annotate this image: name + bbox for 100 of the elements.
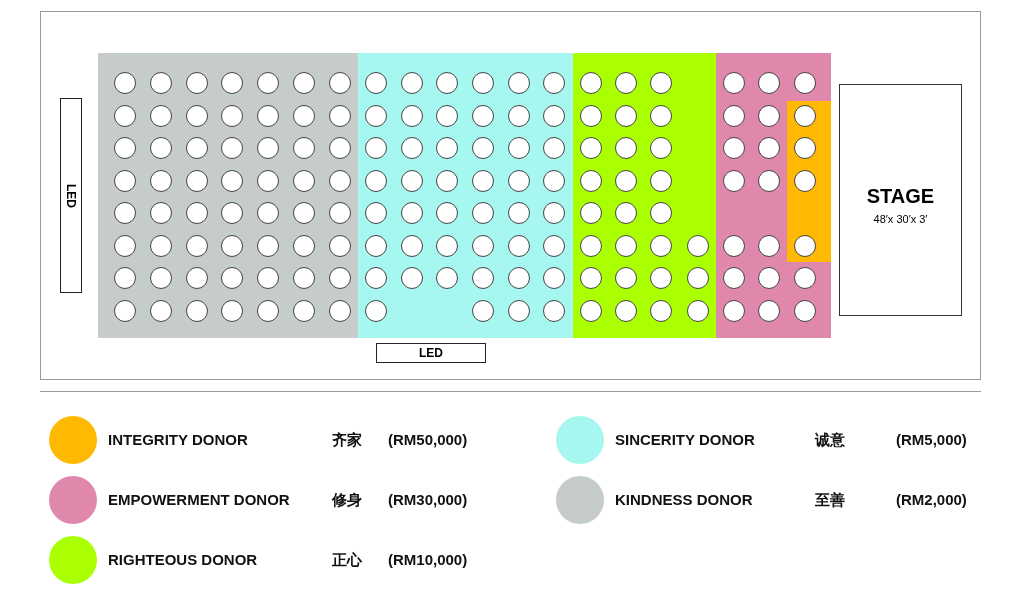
seat-circle <box>580 300 602 322</box>
seat-circle <box>758 170 780 192</box>
seat-circle <box>150 105 172 127</box>
seat-circle <box>221 235 243 257</box>
seat-circle <box>329 72 351 94</box>
seat-circle <box>508 267 530 289</box>
seat-circle <box>543 170 565 192</box>
seat-circle <box>221 105 243 127</box>
seat-circle <box>293 72 315 94</box>
seat-circle <box>114 202 136 224</box>
seating-section <box>98 53 358 338</box>
seat-circle <box>615 202 637 224</box>
seat-circle <box>186 72 208 94</box>
seat-circle <box>472 170 494 192</box>
seat-circle <box>472 72 494 94</box>
seat-circle <box>615 170 637 192</box>
seat-circle <box>221 267 243 289</box>
led-screen: LED <box>60 98 82 293</box>
seat-circle <box>580 235 602 257</box>
seat-circle <box>580 72 602 94</box>
seat-circle <box>436 235 458 257</box>
seat-circle <box>293 202 315 224</box>
seat-circle <box>329 137 351 159</box>
seat-circle <box>365 300 387 322</box>
seat-circle <box>221 137 243 159</box>
seat-circle <box>257 235 279 257</box>
seat-circle <box>329 300 351 322</box>
seat-circle <box>114 72 136 94</box>
seat-circle <box>650 137 672 159</box>
seat-circle <box>150 170 172 192</box>
seat-circle <box>329 170 351 192</box>
seat-circle <box>221 72 243 94</box>
seat-circle <box>436 170 458 192</box>
amount-label: (RM50,000) <box>388 431 468 449</box>
seat-circle <box>472 267 494 289</box>
seat-circle <box>114 267 136 289</box>
seat-circle <box>186 202 208 224</box>
seat-circle <box>650 170 672 192</box>
seat-circle <box>401 72 423 94</box>
seat-circle <box>543 235 565 257</box>
seat-circle <box>257 137 279 159</box>
chinese-name: 诚意 <box>815 431 845 449</box>
seat-circle <box>365 202 387 224</box>
seat-circle <box>186 300 208 322</box>
seat-circle <box>329 235 351 257</box>
seat-circle <box>257 105 279 127</box>
seat-circle <box>615 137 637 159</box>
seat-circle <box>580 137 602 159</box>
seat-circle <box>436 105 458 127</box>
seat-circle <box>723 137 745 159</box>
seat-circle <box>723 300 745 322</box>
seat-circle <box>794 300 816 322</box>
seat-circle <box>221 170 243 192</box>
amount-label: (RM2,000) <box>896 491 967 509</box>
seat-circle <box>365 267 387 289</box>
seat-circle <box>257 300 279 322</box>
seat-circle <box>150 267 172 289</box>
seat-circle <box>401 170 423 192</box>
chinese-name: 修身 <box>332 491 362 509</box>
seat-circle <box>543 300 565 322</box>
seat-circle <box>150 202 172 224</box>
chinese-name: 至善 <box>815 491 845 509</box>
seat-circle <box>186 105 208 127</box>
seat-circle <box>758 300 780 322</box>
seat-circle <box>472 300 494 322</box>
seat-circle <box>508 105 530 127</box>
seat-circle <box>257 267 279 289</box>
seat-circle <box>687 235 709 257</box>
seat-circle <box>365 72 387 94</box>
seat-circle <box>758 72 780 94</box>
seat-circle <box>114 300 136 322</box>
seat-circle <box>293 300 315 322</box>
seat-circle <box>436 267 458 289</box>
seat-circle <box>365 235 387 257</box>
seating-section <box>573 53 716 338</box>
seat-circle <box>293 137 315 159</box>
seat-circle <box>723 105 745 127</box>
stage-title: STAGE <box>865 185 936 208</box>
seat-circle <box>794 137 816 159</box>
seat-circle <box>257 170 279 192</box>
seat-circle <box>401 202 423 224</box>
seat-circle <box>543 202 565 224</box>
seat-circle <box>723 72 745 94</box>
stage-dimensions: 48′x 30′x 3′ <box>872 213 929 225</box>
seat-circle <box>794 235 816 257</box>
legend-label: EMPOWERMENT DONOR <box>108 491 290 509</box>
seat-circle <box>365 170 387 192</box>
seat-circle <box>508 72 530 94</box>
amount-label: (RM5,000) <box>896 431 967 449</box>
seat-circle <box>580 267 602 289</box>
seat-circle <box>508 202 530 224</box>
seat-circle <box>186 137 208 159</box>
seat-circle <box>436 137 458 159</box>
chinese-name: 正心 <box>332 551 362 569</box>
legend-label: RIGHTEOUS DONOR <box>108 551 258 569</box>
seat-circle <box>615 72 637 94</box>
seating-section <box>358 53 573 338</box>
seat-circle <box>472 105 494 127</box>
seat-circle <box>687 267 709 289</box>
seat-circle <box>650 202 672 224</box>
